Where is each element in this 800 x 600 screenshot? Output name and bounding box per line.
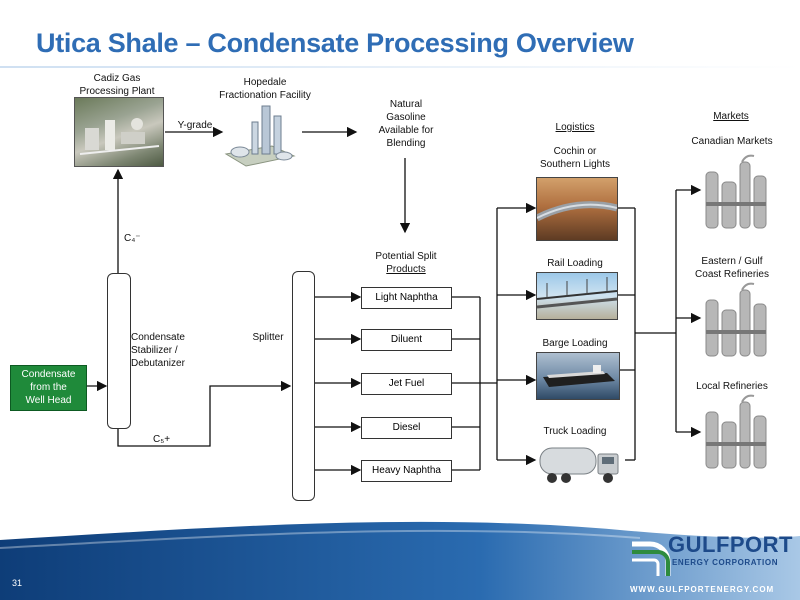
markets-header: Markets — [713, 111, 749, 122]
natural-gasoline-label: Natural Gasoline Available for Blending — [378, 99, 434, 149]
product-light-naphtha: Light Naphtha — [361, 287, 452, 309]
gulfport-logo-name: GULFPORT — [668, 532, 793, 557]
splitter-vessel — [292, 271, 315, 501]
arrow-c5-splitter — [117, 380, 292, 447]
c5-label: C₅+ — [153, 434, 171, 445]
logistics-pipeline-label: Cochin or Southern Lights — [539, 146, 611, 170]
market-local-label: Local Refineries — [696, 381, 768, 392]
gulfport-logo-url: WWW.GULFPORTENERGY.COM — [630, 585, 775, 594]
market-canadian-label: Canadian Markets — [691, 136, 773, 147]
refinery-icon-eastern-gulf — [702, 280, 770, 358]
rail-image — [536, 272, 618, 320]
page-title: Utica Shale – Condensate Processing Over… — [36, 28, 634, 58]
logistics-header: Logistics — [555, 122, 595, 133]
logistics-truck-label: Truck Loading — [543, 426, 607, 437]
potential-split-label: Potential Split Products — [375, 251, 437, 275]
gulfport-logo: GULFPORT ENERGY CORPORATION WWW.GULFPORT… — [628, 530, 798, 598]
truck-image — [536, 442, 624, 488]
gulfport-logo-mark — [632, 541, 671, 576]
product-diluent: Diluent — [361, 329, 452, 351]
gulfport-logo-sub: ENERGY CORPORATION — [672, 558, 779, 567]
title-rule — [0, 66, 800, 68]
cadiz-plant-image — [74, 97, 164, 167]
source-box: Condensate from the Well Head — [10, 365, 87, 411]
stabilizer-label: Condensate Stabilizer / Debutanizer — [131, 332, 185, 369]
barge-image — [536, 352, 620, 400]
market-eastern-gulf-label: Eastern / Gulf Coast Refineries — [695, 256, 769, 280]
refinery-icon-local — [702, 392, 770, 470]
refinery-icon-canadian — [702, 152, 770, 230]
ygrade-label: Y-grade — [177, 120, 213, 131]
page-number: 31 — [12, 578, 23, 588]
pipeline-image — [535, 177, 618, 241]
hopedale-image — [222, 98, 298, 172]
logistics-rail-label: Rail Loading — [547, 258, 603, 269]
cadiz-plant-label: Cadiz Gas Processing Plant — [79, 73, 155, 97]
splitter-label: Splitter — [252, 332, 284, 343]
stabilizer-vessel — [107, 273, 131, 429]
logistics-barge-label: Barge Loading — [542, 338, 608, 349]
c4-label: C₄⁻ — [124, 233, 141, 244]
product-jet-fuel: Jet Fuel — [361, 373, 452, 395]
product-diesel: Diesel — [361, 417, 452, 439]
product-heavy-naphtha: Heavy Naphtha — [361, 460, 452, 482]
hopedale-label: Hopedale Fractionation Facility — [219, 77, 311, 101]
